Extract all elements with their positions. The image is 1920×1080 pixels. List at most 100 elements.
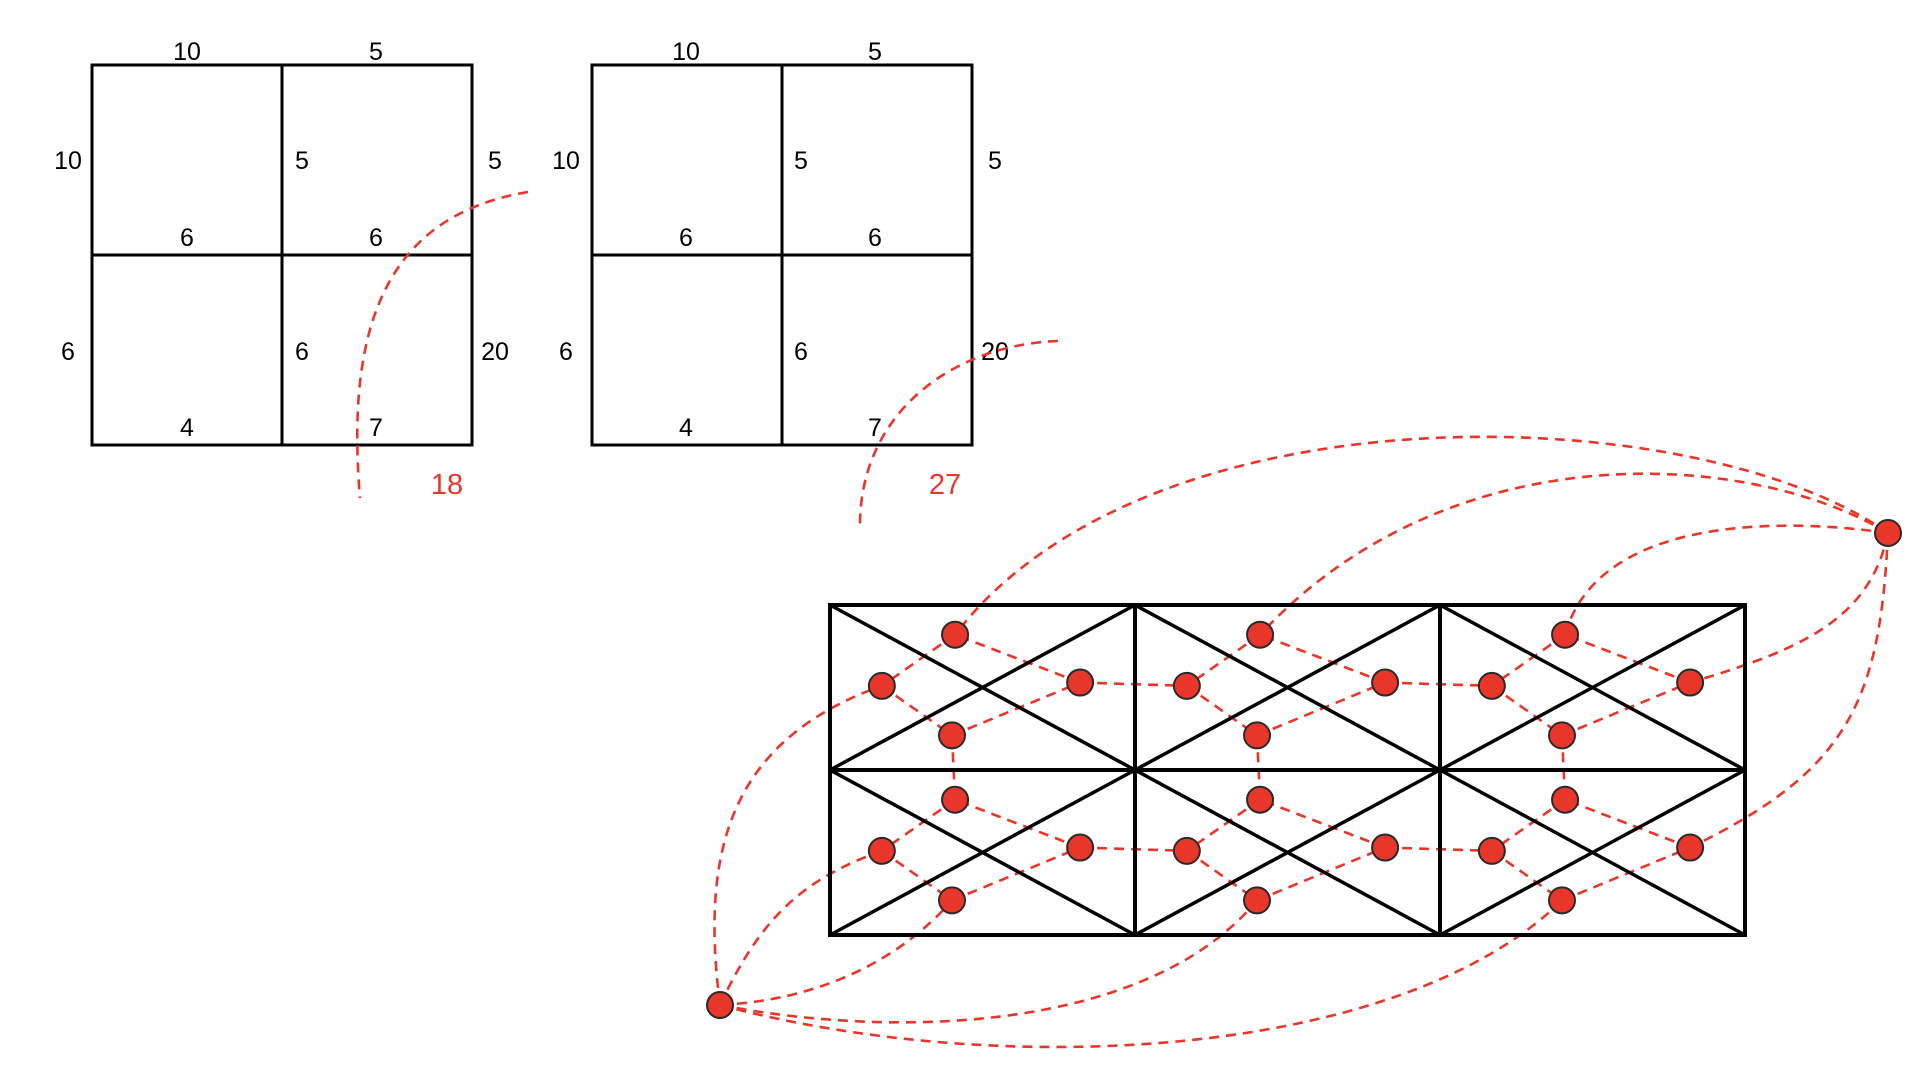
dual-node <box>941 785 970 814</box>
dual-node <box>1551 785 1580 814</box>
source-node <box>706 991 734 1019</box>
dual-node <box>1551 620 1580 649</box>
sink-node <box>1874 519 1902 547</box>
dual-node <box>1477 671 1506 700</box>
grid-a-bottom-right-weight: 7 <box>369 414 383 442</box>
dual-edge <box>1561 846 1691 902</box>
triangulated-grid <box>706 435 1902 1049</box>
sink-edge <box>1259 472 1889 636</box>
sink-edge <box>1689 532 1890 849</box>
dual-node <box>867 671 896 700</box>
dual-edge <box>1491 684 1563 737</box>
dual-node <box>1371 833 1400 862</box>
dual-node <box>1243 886 1271 915</box>
dual-node <box>1066 668 1095 697</box>
grid-b-right-upper-weight: 5 <box>988 147 1002 175</box>
dual-node <box>1243 721 1271 750</box>
cell-diagonal <box>1439 603 1746 772</box>
dual-node <box>938 886 966 915</box>
dual-edge <box>1186 798 1261 852</box>
dual-edge <box>1256 846 1386 902</box>
grid-b-cut-curve <box>858 339 1059 526</box>
dual-node <box>1172 836 1201 865</box>
source-edge <box>719 899 953 1007</box>
dual-node <box>1548 886 1576 915</box>
sink-edge <box>1689 532 1890 684</box>
triangulated-grid-structure <box>828 603 1747 937</box>
grid-b-cut-value: 27 <box>929 469 961 501</box>
grid-a-right-lower-weight: 20 <box>481 338 509 366</box>
dual-edge <box>1259 798 1386 849</box>
grid-b: 10 5 10 6 5 6 6 6 5 20 4 7 27 <box>552 38 1059 526</box>
dual-node <box>1548 721 1576 750</box>
cell-diagonal <box>829 603 1136 772</box>
dual-graph-edges <box>713 435 1890 1049</box>
dual-edge <box>951 681 1081 737</box>
dual-edge <box>1564 798 1691 849</box>
dual-node <box>941 620 970 649</box>
source-edge <box>713 684 883 1006</box>
sink-edge <box>1563 524 1889 636</box>
dual-node <box>1172 671 1201 700</box>
grid-a-cut-curve <box>356 190 529 499</box>
dual-node <box>867 836 896 865</box>
grid-b-bottom-right-weight: 7 <box>868 414 882 442</box>
dual-node <box>1676 668 1705 697</box>
grid-b-inner-upper-weight: 5 <box>794 147 808 175</box>
grid-a-left-upper-weight: 10 <box>54 147 82 175</box>
dual-edge <box>1256 681 1386 737</box>
source-edge <box>719 899 1563 1049</box>
grid-b-right-lower-weight: 20 <box>981 338 1009 366</box>
grid-b-top-left-weight: 10 <box>672 38 700 66</box>
dual-edge <box>1561 681 1691 737</box>
grid-a-cut-value: 18 <box>431 469 463 501</box>
dual-node <box>938 721 966 750</box>
grid-a: 10 5 10 6 5 6 6 6 5 20 4 7 18 <box>54 38 529 501</box>
grid-a-inner-upper-weight: 5 <box>295 147 309 175</box>
dual-node <box>1676 833 1705 862</box>
grid-a-top-right-weight: 5 <box>369 38 383 66</box>
dual-edge <box>1186 684 1258 737</box>
cell-diagonal <box>1134 603 1441 772</box>
dual-edge <box>1491 849 1563 902</box>
cell-diagonal <box>1134 768 1441 937</box>
grid-b-left-lower-weight: 6 <box>559 338 573 366</box>
source-edge <box>718 849 883 1006</box>
dual-node <box>1246 620 1275 649</box>
dual-graph-nodes <box>706 519 1902 1019</box>
grid-b-top-right-weight: 5 <box>868 38 882 66</box>
dual-edge <box>1564 633 1691 684</box>
cell-diagonal <box>829 768 1136 937</box>
dual-edge <box>1186 633 1261 687</box>
grid-b-middle-left-weight: 6 <box>679 224 693 252</box>
grid-b-inner-lower-weight: 6 <box>794 338 808 366</box>
dual-edge <box>881 684 953 737</box>
cell-diagonal <box>1439 768 1746 937</box>
dual-node <box>1371 668 1400 697</box>
dual-node <box>1066 833 1095 862</box>
grid-b-bottom-left-weight: 4 <box>679 414 693 442</box>
dual-node <box>1477 836 1506 865</box>
grid-a-middle-left-weight: 6 <box>180 224 194 252</box>
grid-a-inner-lower-weight: 6 <box>295 338 309 366</box>
dual-edge <box>881 633 956 687</box>
dual-edge <box>954 798 1081 849</box>
dual-edge <box>954 633 1081 684</box>
grid-a-top-left-weight: 10 <box>173 38 201 66</box>
sink-edge <box>954 435 1889 636</box>
grid-b-middle-right-weight: 6 <box>868 224 882 252</box>
grid-b-left-upper-weight: 10 <box>552 147 580 175</box>
dual-edge <box>1491 798 1566 852</box>
grid-a-right-upper-weight: 5 <box>488 147 502 175</box>
dual-edge <box>881 798 956 852</box>
dual-edge <box>1186 849 1258 902</box>
dual-node <box>1246 785 1275 814</box>
dual-edge <box>1259 633 1386 684</box>
source-edge <box>719 899 1259 1024</box>
dual-edge <box>881 849 953 902</box>
grid-a-middle-right-weight: 6 <box>369 224 383 252</box>
grid-a-bottom-left-weight: 4 <box>180 414 194 442</box>
dual-edge <box>1491 633 1566 687</box>
grid-a-left-lower-weight: 6 <box>61 338 75 366</box>
